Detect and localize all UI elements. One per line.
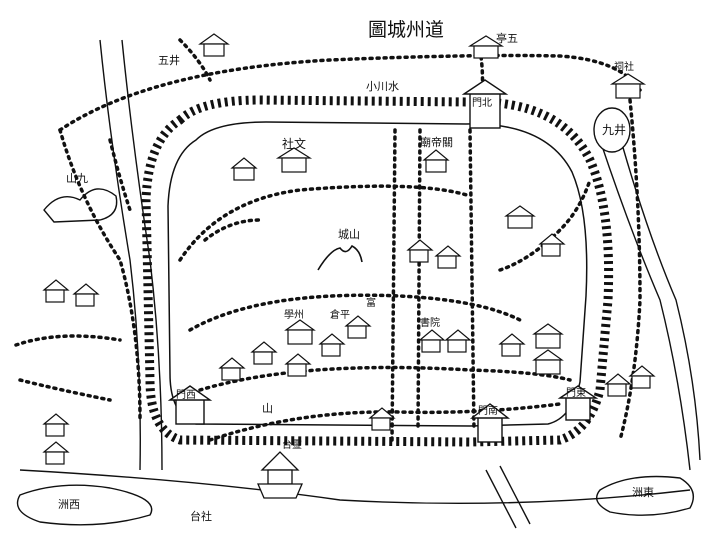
label-jing-wu: 五井 — [158, 53, 180, 67]
bridge — [485, 465, 531, 529]
label-ping-chang: 倉平 — [330, 308, 350, 321]
pagoda-tower — [257, 451, 303, 499]
label-jiu-shan: 山九 — [66, 172, 88, 185]
label-ling-tai: 台靈 — [282, 438, 302, 451]
roads — [178, 128, 592, 442]
east-island — [596, 475, 694, 516]
label-ci-miao: 祠社 — [614, 60, 634, 73]
buildings — [42, 33, 656, 465]
south-gate — [469, 403, 511, 443]
label-wen-she: 社文 — [282, 136, 306, 151]
label-wu-bai-ting: 亭五 — [496, 31, 518, 45]
label-xi-zhou: 洲西 — [58, 498, 80, 511]
label-nan-men: 門南 — [478, 404, 498, 417]
label-guan-di-miao: 廟帝關 — [420, 135, 453, 149]
label-dong-zhou: 洲東 — [632, 486, 654, 499]
label-xiao-shui-chuan: 小川水 — [366, 80, 399, 93]
jiu-jing-well — [593, 107, 631, 153]
label-she-tai: 台社 — [190, 509, 212, 523]
label-fu-gu: 富 — [366, 296, 376, 309]
north-gate — [461, 79, 509, 129]
west-island — [16, 484, 153, 526]
label-zhou-xue: 學州 — [284, 308, 304, 321]
rivers — [19, 39, 701, 505]
cheng-shan-mountain — [317, 244, 363, 271]
west-gate — [167, 385, 213, 425]
jiu-shan-mountain — [43, 188, 118, 223]
label-shu-yuan: 書院 — [420, 316, 440, 329]
city-wall-outer — [141, 95, 614, 447]
east-gate — [557, 385, 599, 421]
city-wall-inner — [167, 121, 588, 427]
label-cheng-shan: 城山 — [338, 228, 360, 241]
label-jiu-jing: 九井 — [602, 123, 626, 137]
map-title: 圖城州道 — [368, 19, 444, 41]
label-xi-men: 門西 — [176, 389, 196, 401]
label-dong-men: 門東 — [566, 386, 586, 399]
label-shan-bottom: 山 — [262, 402, 273, 415]
label-bei-men: 門北 — [472, 97, 492, 109]
